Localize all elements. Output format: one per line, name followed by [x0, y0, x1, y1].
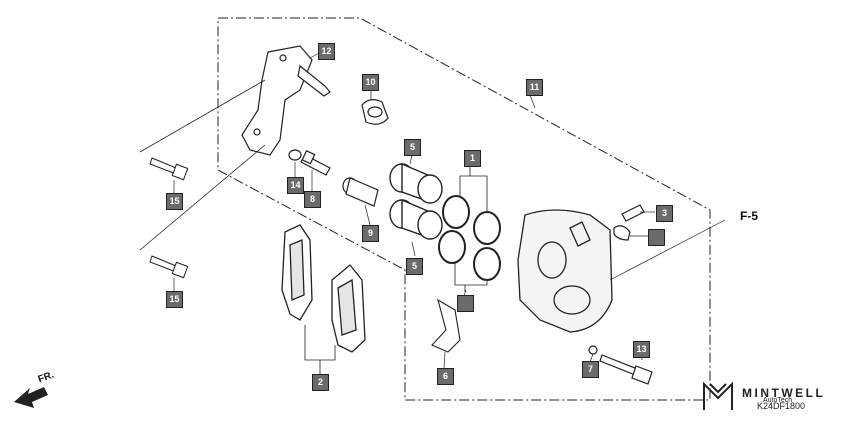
callout-6: 6: [437, 368, 454, 385]
callout-12: 12: [318, 43, 335, 60]
callout-5-lower: 5: [406, 258, 423, 275]
caliper-body: [517, 209, 613, 333]
callout-14: 14: [287, 177, 304, 194]
callout-1: 1: [464, 150, 481, 167]
bracket-bolt-lower: [149, 255, 189, 279]
callout-3: 3: [656, 205, 673, 222]
pad-leader: [304, 325, 336, 375]
pad-spring: [431, 298, 461, 353]
seal-bracket-line: [454, 166, 488, 292]
callout-4: [648, 229, 665, 246]
diagram-code-text: K24DF1800: [757, 401, 806, 411]
brand-name: MINTWELL: [742, 386, 826, 400]
callout-15-lower: 15: [166, 291, 183, 308]
callout-15-upper: 15: [166, 193, 183, 210]
bracket-bolt-upper: [149, 157, 189, 181]
bleeder-screw: [613, 204, 645, 241]
pin-boot: [361, 99, 389, 125]
callout-unnumbered-shim: [457, 295, 474, 312]
assembly-outline: [217, 17, 711, 401]
brake-pad-left: [281, 224, 313, 321]
callout-2: 2: [312, 374, 329, 391]
direction-arrow-icon: [14, 387, 48, 408]
pad-pin: [599, 354, 653, 385]
pin-clip: [588, 345, 598, 355]
callout-9: 9: [362, 225, 379, 242]
reference-f5: F-5: [740, 209, 758, 223]
slide-pin: [300, 149, 331, 176]
callout-5-upper: 5: [404, 139, 421, 156]
callout-7: 7: [582, 361, 599, 378]
sleeve-pin: [342, 177, 379, 207]
piston-lower: [389, 198, 443, 240]
washer: [288, 149, 302, 161]
callout-8: 8: [304, 191, 321, 208]
bolt-leaders: [139, 79, 266, 251]
piston-seals: [438, 195, 501, 281]
callout-11: 11: [526, 79, 543, 96]
brake-pad-right: [331, 264, 366, 353]
callout-13: 13: [633, 341, 650, 358]
brand-tagline: AutoTech: [763, 397, 793, 404]
callout-10: 10: [362, 74, 379, 91]
piston-upper: [389, 162, 443, 204]
mintwell-logo-icon: [703, 381, 733, 410]
caliper-bracket: [241, 45, 331, 156]
